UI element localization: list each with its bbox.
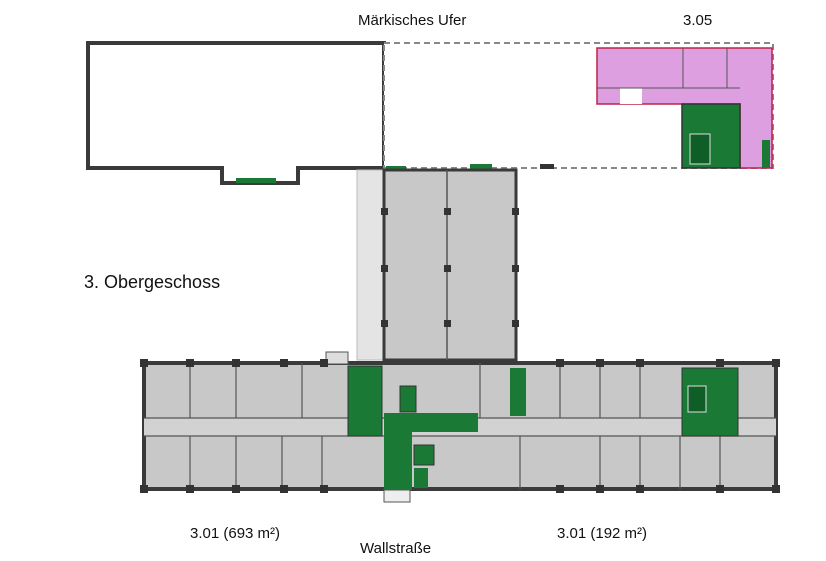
central-light-strip bbox=[356, 169, 385, 361]
annex-box-top bbox=[325, 351, 349, 365]
annex-box-bottom bbox=[383, 489, 411, 503]
south-green-lobby bbox=[384, 413, 478, 490]
unit-label-305: 3.05 bbox=[683, 12, 713, 29]
south-stair-core-left bbox=[347, 365, 383, 437]
unit-305-void bbox=[620, 88, 642, 104]
floor-title: 3. Obergeschoss bbox=[84, 272, 221, 292]
central-block bbox=[382, 168, 518, 362]
north-wing-green-strip bbox=[236, 178, 276, 183]
unit-label-301-left: 3.01 (693 m²) bbox=[190, 525, 281, 542]
north-green-corner bbox=[762, 140, 770, 168]
north-wing-west-outline bbox=[86, 41, 386, 185]
street-label-north: Märkisches Ufer bbox=[358, 12, 467, 29]
south-green-shaft bbox=[510, 368, 526, 416]
unit-label-301-right: 3.01 (192 m²) bbox=[557, 525, 648, 542]
street-label-south: Wallstraße bbox=[360, 540, 432, 557]
